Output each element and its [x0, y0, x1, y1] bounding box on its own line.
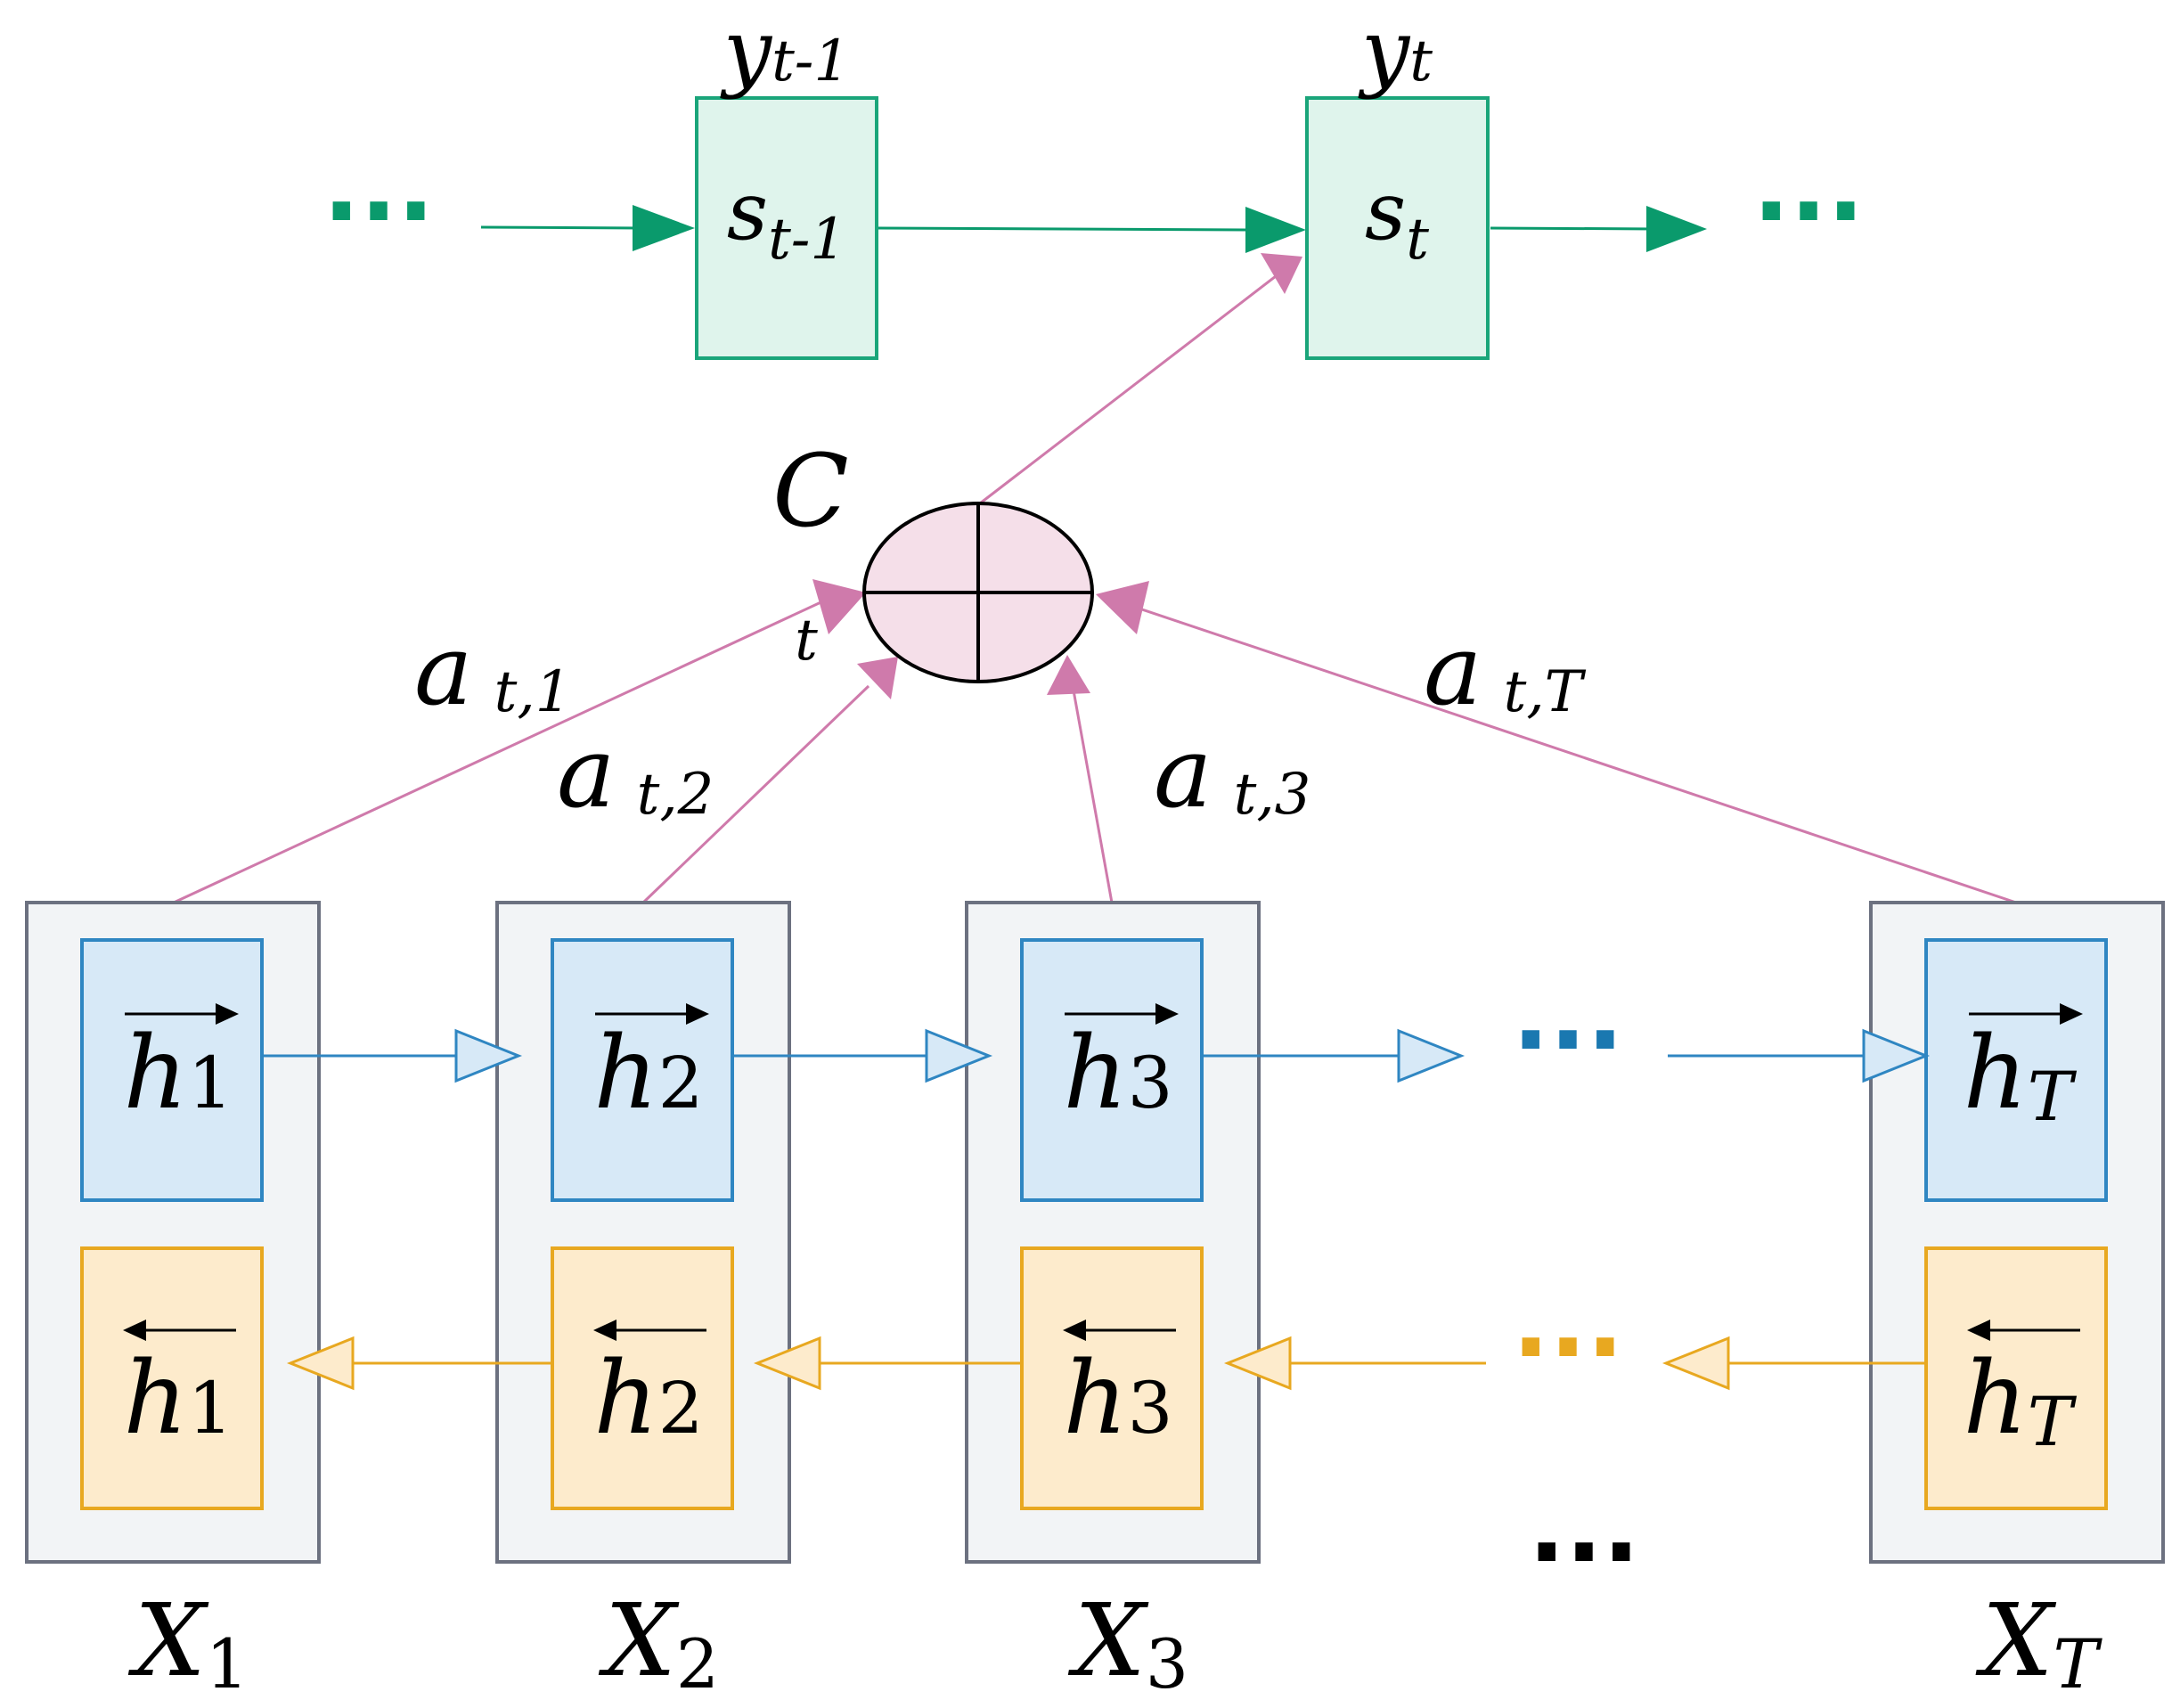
decoder-arrowhead-in: [633, 205, 695, 251]
encoder-column-1: h1 h1 X1: [25, 901, 321, 1704]
decoder-output-label-prev: yt-1: [720, 1, 850, 101]
weight-line-1: [173, 597, 829, 904]
input-label: XT: [1975, 1583, 2103, 1704]
backward-hidden-label: h3: [1063, 1341, 1172, 1457]
input-label: X1: [127, 1583, 249, 1704]
forward-link-2-3-head: [925, 1028, 993, 1083]
forward-arrow-accent-head: [686, 1003, 709, 1025]
decoder-ellipsis-right: ···: [1752, 154, 1864, 268]
encoder-layer: h1 h1 X1 h2 h2: [25, 901, 2165, 1704]
forward-arrow-accent-head: [2060, 1003, 2083, 1025]
forward-connections: ···: [264, 983, 1931, 1097]
backward-link-3-2-head: [753, 1336, 821, 1391]
forward-hidden-label: h2: [593, 1016, 703, 1132]
backward-arrow-accent-head: [123, 1320, 146, 1341]
backward-hidden-box: [551, 1246, 734, 1510]
forward-link-prev-T-head: [1862, 1028, 1931, 1083]
weight-arrowhead-T: [1096, 581, 1149, 634]
forward-hidden-label: h1: [123, 1016, 233, 1132]
backward-hidden-box: [1020, 1246, 1204, 1510]
decoder-arrow-between: [878, 226, 1248, 232]
weight-line-3: [1072, 690, 1114, 903]
backward-hidden-box: [80, 1246, 264, 1510]
decoder-row: ··· st-1 yt-1 st yt ···: [323, 1, 1865, 360]
weight-arrowhead-3: [1047, 655, 1090, 695]
context-label-sub: t: [795, 608, 818, 674]
weight-line-T: [1131, 604, 2017, 904]
backward-link-2-1-head: [286, 1336, 355, 1391]
context-label: C: [772, 434, 849, 550]
decoder-arrowhead-out: [1646, 206, 1707, 252]
decoder-arrow-in: [480, 225, 642, 230]
forward-link-1-2-head: [454, 1028, 523, 1083]
forward-hidden-box: [1924, 938, 2108, 1202]
weight-arrowhead-1: [812, 579, 866, 634]
context-to-state-line: [979, 266, 1288, 505]
decoder-state-label-current: st: [1365, 165, 1429, 273]
input-label: X2: [598, 1583, 719, 1704]
decoder-state-box-prev: [695, 96, 878, 360]
weight-line-2: [641, 684, 870, 904]
forward-arrow-accent-head: [216, 1003, 239, 1025]
backward-link-next-3-head: [1223, 1336, 1292, 1391]
forward-hidden-box: [80, 938, 264, 1202]
backward-connections: ···: [286, 1290, 1926, 1404]
backward-hidden-label: h1: [123, 1341, 233, 1457]
decoder-ellipsis-left: ···: [323, 154, 434, 268]
backward-hidden-box: [1924, 1246, 2108, 1510]
encoder-column-3: h3 h3 X3: [965, 901, 1261, 1704]
decoder-state-box-current: [1305, 96, 1490, 360]
backward-ellipsis: ···: [1512, 1290, 1623, 1404]
forward-hidden-label: h3: [1063, 1016, 1172, 1132]
backward-hidden-label: h2: [593, 1341, 703, 1457]
context-to-state-arrowhead: [1261, 253, 1302, 294]
encoder-column-T: hT hT XT: [1869, 901, 2165, 1704]
forward-hidden-box: [551, 938, 734, 1202]
forward-ellipsis: ···: [1512, 983, 1623, 1097]
input-label: X3: [1067, 1583, 1188, 1704]
forward-arrow-accent-head: [1155, 1003, 1179, 1025]
decoder-arrow-out: [1490, 226, 1658, 231]
encoder-bottom-ellipsis: ···: [1528, 1495, 1639, 1609]
decoder-arrowhead-between: [1245, 207, 1306, 253]
backward-hidden-label: hT: [1964, 1341, 2078, 1461]
backward-arrow-accent-head: [593, 1320, 616, 1341]
backward-arrow-accent-head: [1063, 1320, 1086, 1341]
encoder-column-2: h2 h2 X2: [495, 901, 791, 1704]
forward-link-3-next-head: [1397, 1028, 1466, 1083]
decoder-state-label-prev: st-1: [727, 165, 846, 273]
forward-hidden-label: hT: [1964, 1016, 2078, 1136]
decoder-output-label-current: yt: [1358, 1, 1433, 101]
forward-hidden-box: [1020, 938, 1204, 1202]
weight-arrowhead-2: [857, 657, 898, 699]
backward-link-T-prev-head: [1662, 1336, 1730, 1391]
backward-arrow-accent-head: [1967, 1320, 1990, 1341]
